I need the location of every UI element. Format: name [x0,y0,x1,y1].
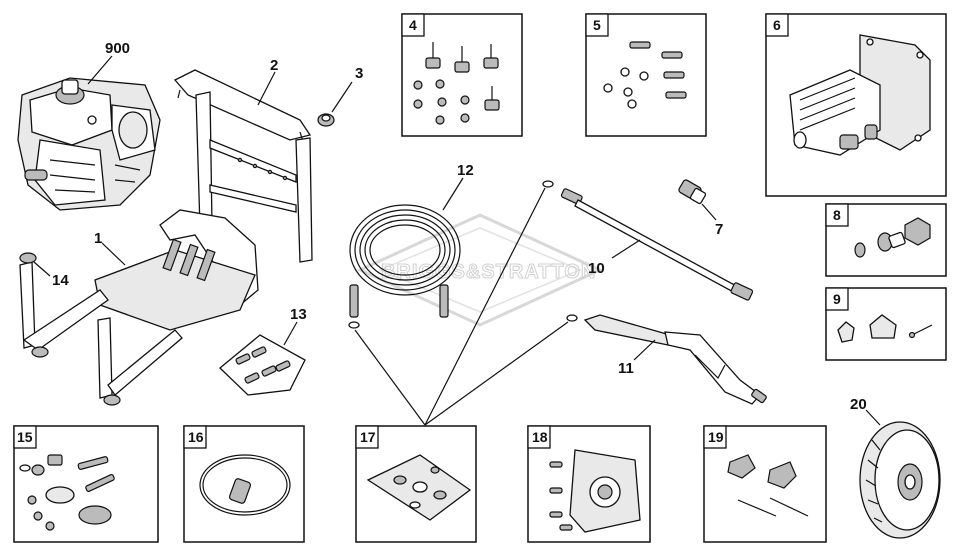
kit-17-leaders [354,187,569,426]
kit-box-4[interactable]: 4 [401,13,523,137]
part-7-coupler[interactable] [678,179,707,205]
box-label-17: 17 [360,429,376,445]
callout-1: 1 [94,230,102,247]
watermark-text: BRIGGS&STRATTON [381,261,596,283]
box-label-9: 9 [833,291,841,307]
box-label-5: 5 [593,17,601,33]
callout-11: 11 [618,360,634,377]
box-label-4: 4 [409,17,417,33]
kit-box-8[interactable]: 8 [825,203,947,277]
watermark-logo: BRIGGS&STRATTON [356,213,604,327]
kit-box-19[interactable]: 19 [703,425,827,543]
part-10-lance[interactable] [542,180,754,301]
kit-box-17[interactable]: 17 [355,425,477,543]
callout-7: 7 [715,221,723,238]
kit-box-18[interactable]: 18 [527,425,651,543]
callout-900: 900 [105,40,130,57]
box-label-15: 15 [17,429,33,445]
callout-12: 12 [457,162,474,179]
box-label-19: 19 [708,429,724,445]
part-2-handle[interactable] [173,69,313,263]
part-12-hose[interactable] [348,204,461,329]
callout-13: 13 [290,306,307,323]
part-20-wheel[interactable] [859,421,941,539]
part-1-frame[interactable] [19,209,259,406]
callout-10: 10 [588,260,605,277]
callout-20: 20 [850,396,867,413]
box-label-6: 6 [773,17,781,33]
kit-box-16[interactable]: 16 [183,425,305,543]
part-13-nozzles[interactable] [219,334,306,396]
box-label-8: 8 [833,207,841,223]
part-14-cap[interactable] [19,252,37,264]
kit-box-9[interactable]: 9 [825,287,947,361]
callout-3: 3 [355,65,363,82]
part-11-spray-gun[interactable] [566,314,767,405]
box-label-18: 18 [532,429,548,445]
callout-2: 2 [270,57,278,74]
box-label-16: 16 [188,429,204,445]
kit-box-6-pump[interactable]: 6 [765,13,947,197]
part-900-engine[interactable] [17,77,161,211]
part-3-grommet[interactable] [317,113,335,127]
kit-box-15[interactable]: 15 [13,425,159,543]
kit-box-5[interactable]: 5 [585,13,707,137]
callout-14: 14 [52,272,69,289]
